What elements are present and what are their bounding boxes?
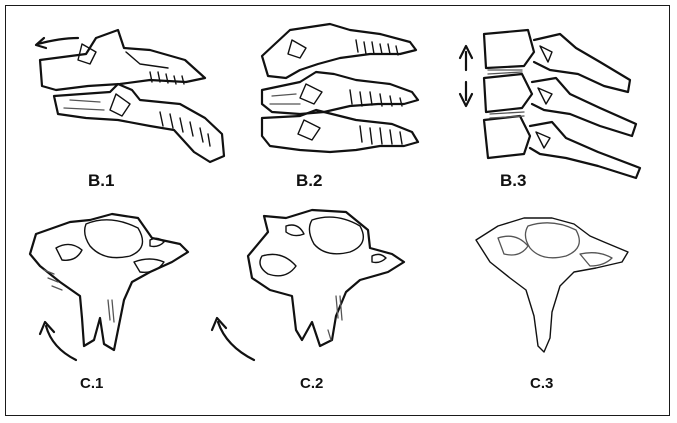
label-b1: B.1	[88, 171, 114, 190]
label-b3: B.3	[500, 171, 526, 190]
panel-b3-drawing	[460, 30, 640, 178]
label-b2: B.2	[296, 171, 322, 190]
c1-rotation-arrow	[46, 326, 76, 360]
label-c3: C.3	[530, 375, 553, 392]
label-c1: C.1	[80, 375, 103, 392]
c2-rotation-arrow	[218, 322, 254, 360]
panel-c3-drawing	[476, 218, 628, 352]
panel-b1-drawing	[36, 30, 224, 162]
label-c2: C.2	[300, 375, 323, 392]
panel-c1-drawing	[30, 214, 188, 360]
panel-b2-drawing	[262, 24, 418, 152]
panel-c2-drawing	[212, 210, 404, 360]
